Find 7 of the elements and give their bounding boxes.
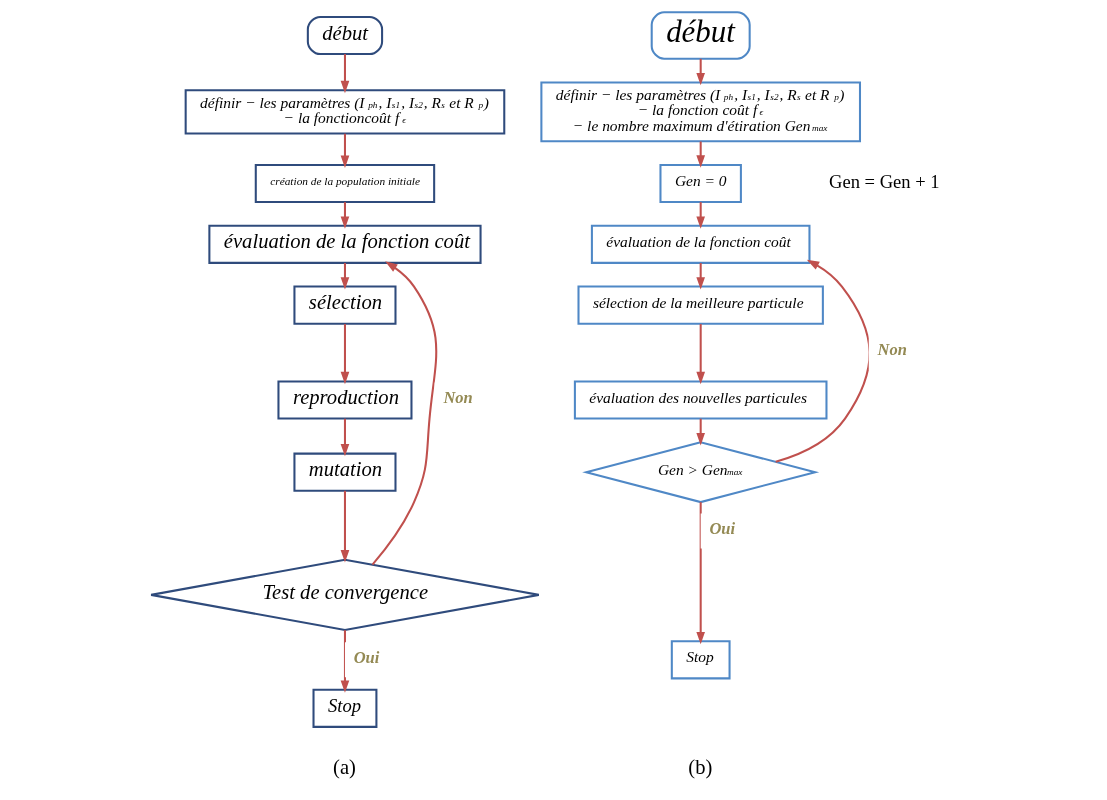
label: Gen = Gen + 1 — [829, 171, 940, 193]
edge-label: Oui — [709, 518, 736, 538]
edge-label: Non — [877, 340, 907, 360]
label: (b) — [688, 756, 713, 779]
edge-label: Oui — [353, 647, 380, 667]
edge-label: Non — [443, 387, 473, 407]
label: (a) — [333, 756, 356, 779]
